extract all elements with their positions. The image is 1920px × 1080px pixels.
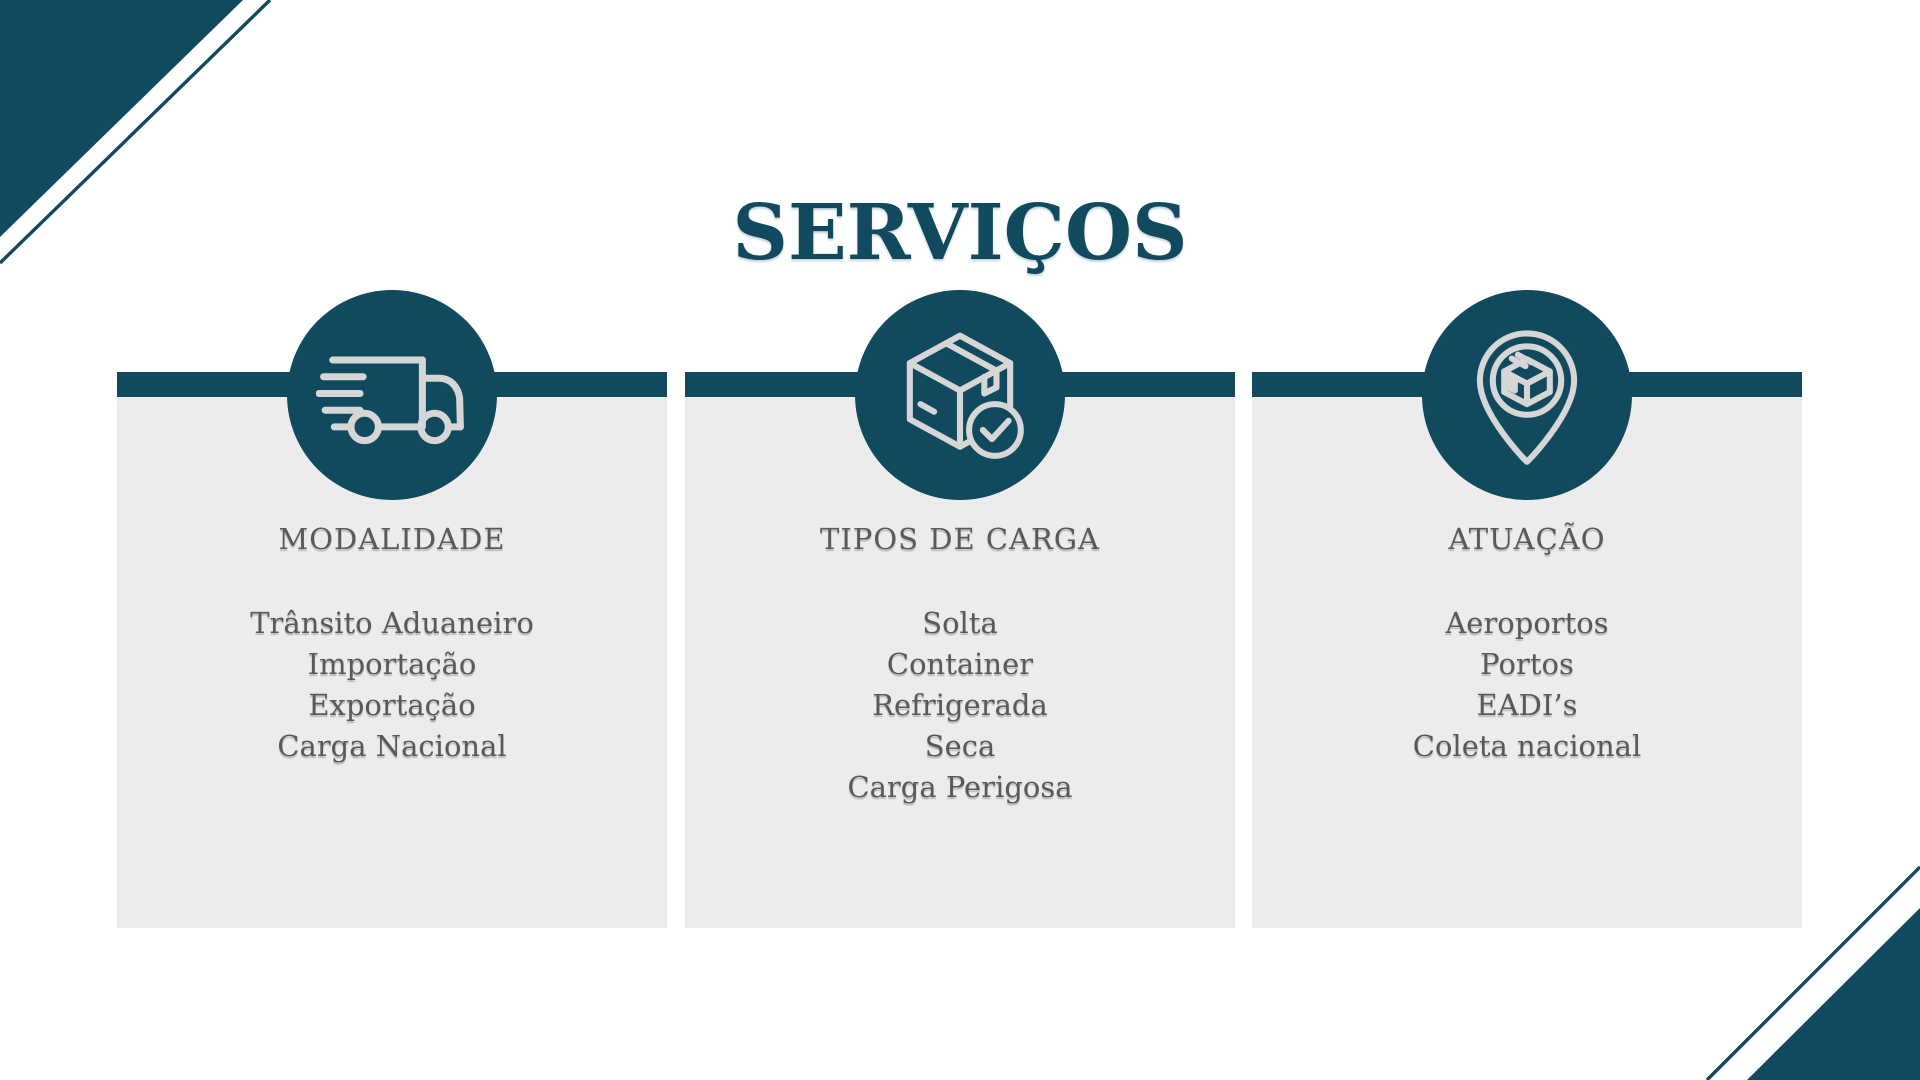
list-item: Carga Perigosa [847,770,1073,804]
package-check-icon-circle [855,290,1065,500]
column-heading: TIPOS DE CARGA [820,522,1100,556]
column-heading: ATUAÇÃO [1448,522,1606,556]
package-check-icon [906,332,1024,459]
column-item-list: Solta Container Refrigerada Seca Carga P… [685,603,1235,808]
list-item: EADI’s [1476,688,1578,722]
column-modalidade: MODALIDADE Trânsito Aduaneiro Importação… [117,290,667,928]
location-package-icon-circle [1422,290,1632,500]
list-item: Portos [1480,647,1574,681]
list-item: Carga Nacional [277,729,507,763]
column-atuacao: ATUAÇÃO Aeroportos Portos EADI’s Coleta … [1252,290,1802,928]
fast-truck-icon-circle [287,290,497,500]
list-item: Trânsito Aduaneiro [250,606,534,640]
list-item: Seca [924,729,996,763]
list-item: Aeroportos [1445,606,1609,640]
list-item: Importação [307,647,477,681]
page-title: SERVIÇOS [732,187,1188,278]
column-item-list: Aeroportos Portos EADI’s Coleta nacional [1252,603,1802,767]
location-package-icon [1476,330,1578,465]
column-heading: MODALIDADE [278,522,506,556]
list-item: Solta [922,606,998,640]
list-item: Coleta nacional [1412,729,1642,763]
column-item-list: Trânsito Aduaneiro Importação Exportação… [117,603,667,767]
column-tipos-de-carga: TIPOS DE CARGA Solta Container Refrigera… [685,290,1235,928]
list-item: Container [886,647,1034,681]
list-item: Refrigerada [872,688,1048,722]
fast-truck-icon [316,356,464,445]
list-item: Exportação [308,688,476,722]
